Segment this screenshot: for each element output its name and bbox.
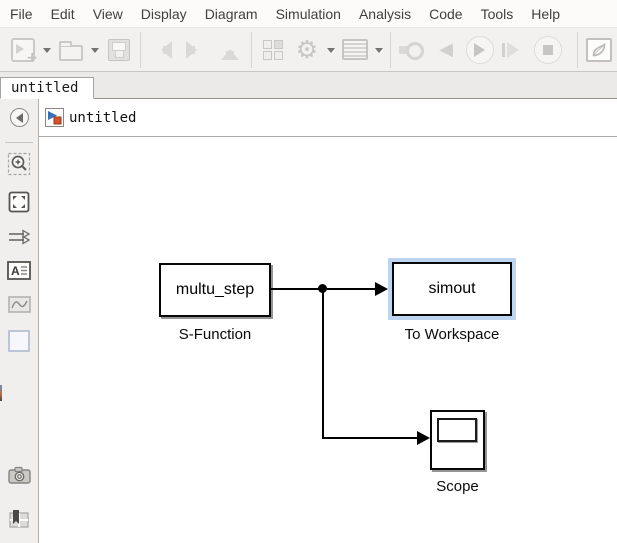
to-workspace-block-text: simout (428, 280, 476, 297)
connect-to-target-button[interactable] (396, 34, 428, 66)
environment-button[interactable] (583, 34, 615, 66)
step-forward-button[interactable] (498, 34, 530, 66)
menu-analysis[interactable]: Analysis (358, 5, 412, 22)
save-button[interactable] (103, 34, 135, 66)
menu-tools[interactable]: Tools (480, 5, 514, 22)
viewer-button[interactable] (0, 296, 38, 313)
menu-diagram[interactable]: Diagram (204, 5, 258, 22)
model-explorer-icon (342, 39, 368, 60)
zoom-region-button[interactable] (0, 152, 38, 176)
save-floppy-icon (108, 38, 130, 61)
model-canvas[interactable]: multu_step S-Function simout To Workspac… (39, 137, 617, 543)
library-browser-icon (263, 39, 283, 60)
new-model-icon: + (11, 37, 38, 66)
toolbar-separator (390, 31, 391, 68)
menu-simulation[interactable]: Simulation (275, 5, 341, 22)
back-arrow-icon (150, 40, 174, 60)
annotation-icon: A (7, 261, 31, 280)
tab-bar: untitled (0, 72, 617, 99)
zoom-region-icon (7, 152, 31, 176)
hide-browser-icon (9, 108, 29, 127)
toolbar-separator (251, 31, 252, 68)
palette-separator (5, 142, 33, 143)
tab-untitled[interactable]: untitled (0, 77, 94, 99)
step-forward-icon (501, 41, 527, 58)
to-workspace-block[interactable]: simout (392, 262, 512, 316)
connect-to-target-icon (399, 40, 425, 60)
route-signals-button[interactable] (0, 228, 38, 246)
navigate-up-button[interactable] (214, 34, 246, 66)
palette-sidebar: A (0, 99, 39, 543)
to-workspace-block-label[interactable]: To Workspace (404, 326, 500, 343)
scope-block[interactable] (430, 410, 485, 470)
menu-code[interactable]: Code (429, 5, 463, 22)
model-configuration-button[interactable]: ⚙ (291, 34, 323, 66)
menu-view[interactable]: View (92, 5, 123, 22)
new-model-dropdown[interactable] (40, 34, 54, 66)
open-button[interactable] (55, 34, 87, 66)
highlight-box-icon (8, 330, 30, 352)
up-arrow-icon (218, 40, 242, 60)
simulink-model-icon (45, 108, 64, 127)
run-button[interactable] (464, 34, 496, 66)
toolbar-separator (577, 31, 578, 68)
navigate-back-button[interactable] (146, 34, 178, 66)
breadcrumb-item-untitled[interactable]: untitled (69, 109, 137, 126)
model-configuration-dropdown[interactable] (324, 34, 338, 66)
wire-arrowhead-to-workspace (375, 282, 395, 296)
scope-screen (437, 418, 477, 442)
svg-text:A: A (11, 264, 20, 278)
clipped-panel-edge (0, 385, 2, 401)
s-function-block[interactable]: multu_step (159, 263, 271, 317)
navigate-forward-button[interactable] (180, 34, 212, 66)
camera-icon (7, 466, 31, 484)
menu-file[interactable]: File (10, 5, 33, 22)
menu-bar: File Edit View Display Diagram Simulatio… (0, 0, 617, 27)
highlight-box-button[interactable] (0, 330, 38, 352)
run-icon (466, 35, 494, 64)
wire-branch-to-scope[interactable] (322, 437, 417, 439)
wire-branch-dot[interactable] (318, 284, 327, 293)
toolbar: + ⚙ (0, 27, 617, 72)
leaf-icon (586, 37, 612, 62)
model-explorer-dropdown[interactable] (372, 34, 386, 66)
model-explorer-button[interactable] (339, 34, 371, 66)
s-function-block-label[interactable]: S-Function (178, 326, 252, 343)
annotation-button[interactable]: A (0, 261, 38, 280)
stop-button[interactable] (532, 34, 564, 66)
new-model-button[interactable]: + (7, 34, 39, 66)
scope-block-label[interactable]: Scope (436, 478, 479, 495)
gear-icon: ⚙ (295, 35, 319, 64)
library-browser-button[interactable] (257, 34, 289, 66)
stop-icon (534, 35, 562, 64)
wire-branch-vertical[interactable] (322, 289, 324, 439)
fit-to-view-icon (8, 191, 30, 213)
menu-edit[interactable]: Edit (50, 5, 75, 22)
viewmarks-bookmark-icon (9, 510, 29, 528)
forward-arrow-icon (184, 40, 208, 60)
menu-display[interactable]: Display (140, 5, 187, 22)
step-back-icon: ◀ (439, 38, 453, 60)
open-folder-icon (59, 40, 83, 61)
breadcrumb-bar: untitled (39, 99, 617, 137)
wire-arrowhead-to-scope (417, 431, 437, 445)
viewer-curve-icon (7, 296, 31, 313)
fit-to-view-button[interactable] (0, 191, 38, 213)
hide-browser-button[interactable] (0, 108, 38, 127)
open-dropdown[interactable] (88, 34, 102, 66)
menu-help[interactable]: Help (531, 5, 561, 22)
s-function-block-text: multu_step (175, 281, 255, 298)
viewmarks-button[interactable] (0, 509, 38, 529)
step-back-button[interactable]: ◀ (430, 34, 462, 66)
route-signals-icon (9, 229, 31, 245)
screenshot-button[interactable] (0, 466, 38, 484)
toolbar-separator (140, 31, 141, 68)
